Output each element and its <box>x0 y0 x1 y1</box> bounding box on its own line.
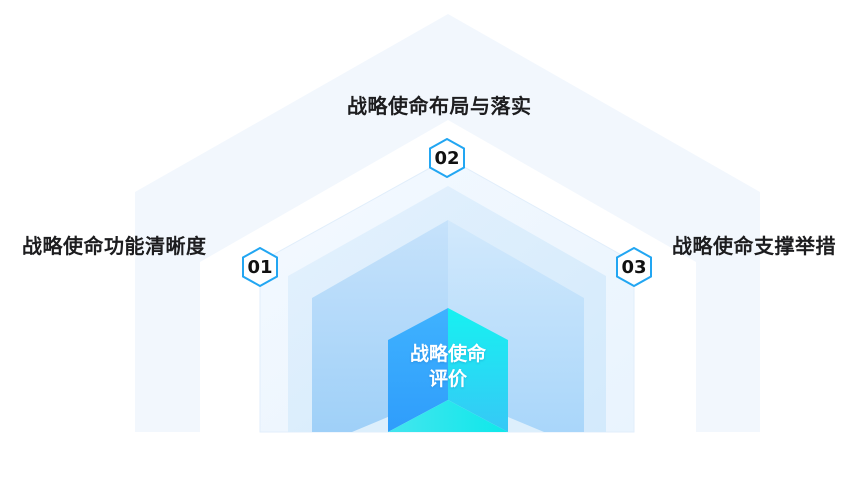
badge-02: 02 <box>427 138 467 178</box>
badge-number-03: 03 <box>621 256 647 278</box>
center-title-line1: 战略使命 <box>409 343 486 365</box>
cube-bottom-face <box>388 400 508 432</box>
badge-01: 01 <box>240 247 280 287</box>
cube-left-face <box>388 308 448 432</box>
badge-number-02: 02 <box>434 147 460 169</box>
hexagon-icon <box>429 138 465 178</box>
center-title-line2: 评价 <box>428 368 467 390</box>
hexagon-icon <box>616 247 652 287</box>
center-title: 战略使命 评价 <box>388 342 508 392</box>
item-label-01: 战略使命功能清晰度 <box>22 234 207 258</box>
item-label-02: 战略使命布局与落实 <box>347 94 532 118</box>
item-label-03: 战略使命支撑举措 <box>672 234 836 258</box>
cube-right-face <box>448 308 508 432</box>
hexagon-icon <box>242 247 278 287</box>
outer-house-shape <box>135 14 760 432</box>
badge-03: 03 <box>614 247 654 287</box>
badge-number-01: 01 <box>247 256 273 278</box>
